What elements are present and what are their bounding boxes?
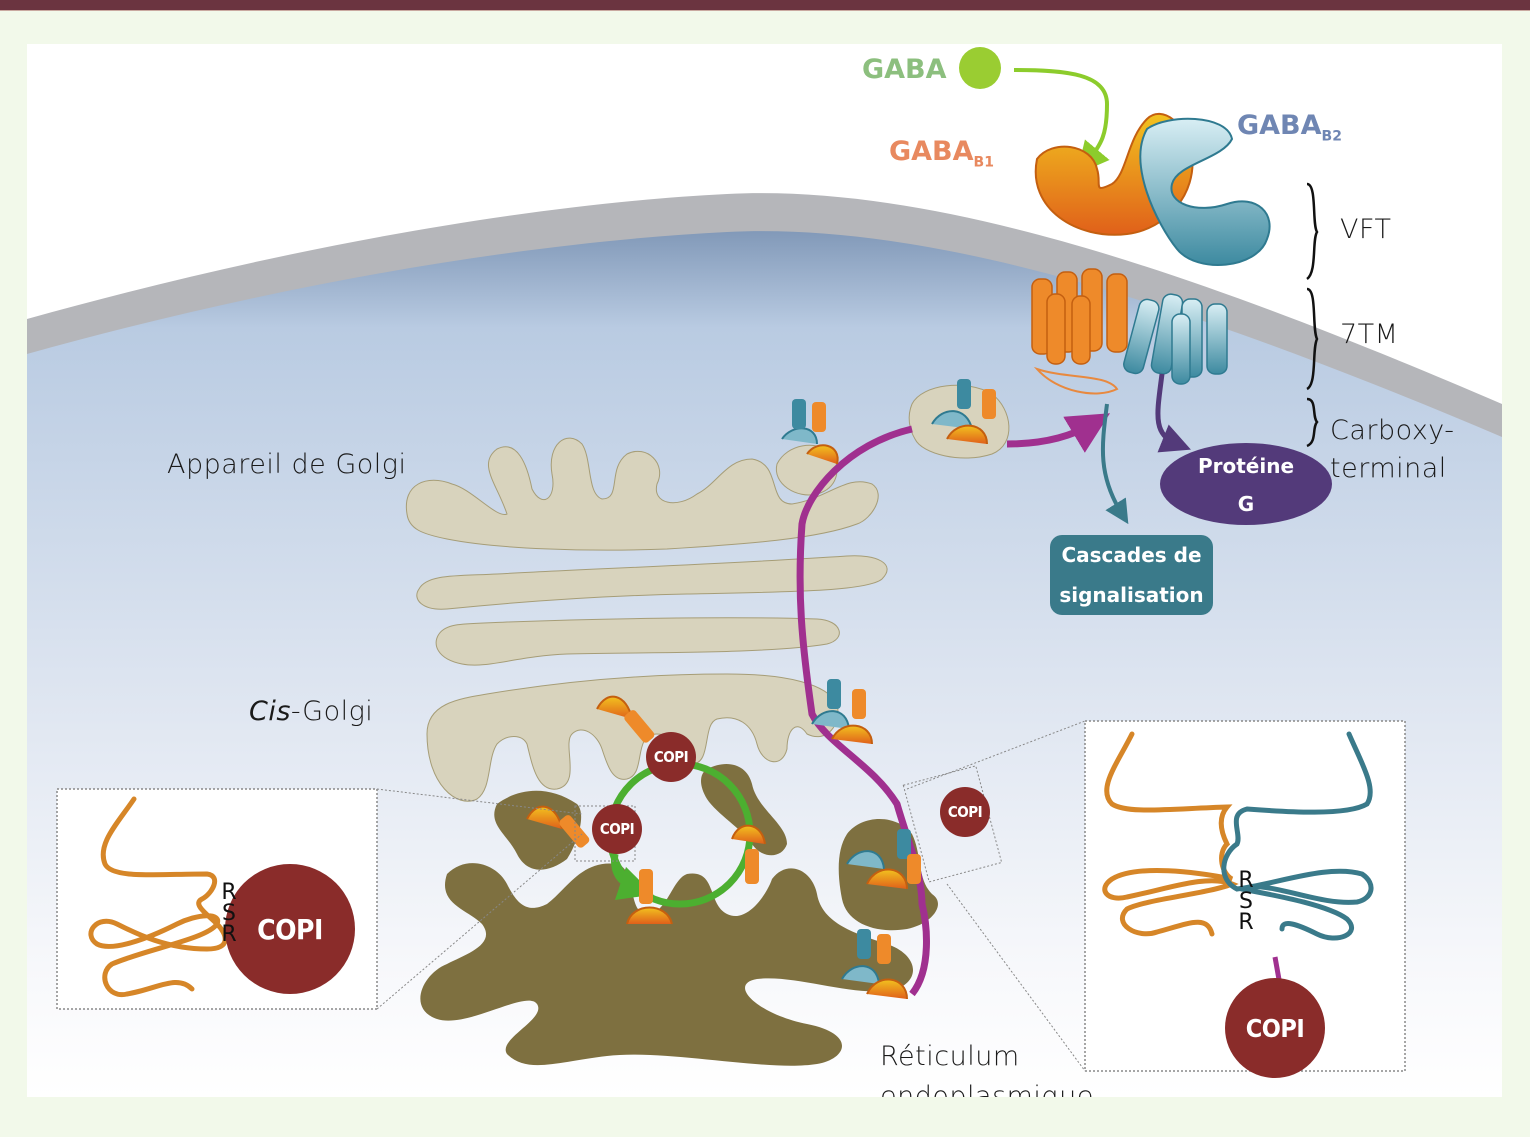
copi-coat: COPI	[592, 804, 642, 854]
gaba-b1-alone	[626, 869, 673, 925]
b1-c-tail	[88, 796, 228, 998]
g-protein-line2: G	[1237, 492, 1255, 516]
b2-c-tail-dimer	[1221, 731, 1374, 941]
golgi-label: Appareil de Golgi	[167, 449, 407, 480]
copi-coat: COPI	[940, 787, 990, 837]
gaba-b1-alone	[596, 695, 655, 743]
cis-italic: Cis	[249, 696, 291, 727]
gaba-b2-sub: B2	[1321, 128, 1342, 145]
receptor-complex	[781, 399, 839, 465]
inset-connector-left	[376, 788, 583, 1010]
b2-to-cascade-arrow	[1100, 403, 1129, 525]
gaba-label: GABA	[862, 54, 947, 85]
golgi-apparatus	[405, 437, 888, 802]
er-label: Réticulum endoplasmique	[880, 1037, 1094, 1097]
copi-coat-large: COPI	[1225, 978, 1325, 1078]
gaba-b1-main: GABA	[889, 136, 974, 167]
copi-coat-large: COPI	[225, 864, 355, 994]
b2-to-g-protein-arrow	[1155, 373, 1191, 453]
g-protein-line1: Protéine	[1197, 454, 1295, 478]
carboxy-line2: terminal	[1330, 453, 1447, 484]
carboxy-line1: Carboxy-	[1330, 415, 1455, 446]
rsr-r1: R	[1238, 868, 1254, 893]
header-bar	[0, 0, 1530, 11]
gaba-b1-sub: B1	[973, 154, 994, 171]
gaba-b2-label: GABAB2	[1237, 110, 1342, 144]
gaba-b1-alone	[526, 805, 590, 848]
er-line2: endoplasmique	[880, 1081, 1094, 1097]
cell-diagram	[27, 47, 1502, 1097]
rsr-r2: R	[1238, 910, 1254, 935]
gaba-ligand	[959, 47, 1001, 89]
cascade-line1: Cascades de	[1061, 543, 1202, 567]
rsr-motif-right: R S R	[1238, 868, 1254, 935]
rsr-s: S	[1239, 889, 1253, 914]
carboxy-terminal-label: Carboxy- terminal	[1330, 412, 1455, 488]
rsr-s: S	[222, 901, 236, 926]
domain-braces	[1306, 182, 1319, 448]
copi-coat: COPI	[646, 732, 696, 782]
gaba-binding-arrow	[1013, 68, 1110, 175]
rsr-r1: R	[221, 880, 237, 905]
copi-retrieval-arrow	[610, 853, 654, 901]
vft-label: VFT	[1340, 214, 1392, 245]
gaba-b2-subunit	[1123, 117, 1271, 385]
signaling-cascade-box: Cascades de signalisation	[1050, 535, 1213, 615]
receptor-complex	[841, 929, 908, 1000]
7tm-label: 7TM	[1340, 319, 1399, 350]
receptor-complex	[811, 679, 873, 745]
b1-c-tail-dimer	[1102, 731, 1239, 937]
figure-panel: GABA GABAB1 GABAB2 VFT 7TM Carboxy- term…	[27, 44, 1502, 1097]
cascade-line2: signalisation	[1059, 583, 1204, 607]
rsr-r2: R	[221, 922, 237, 947]
inset-connector-right	[906, 720, 1086, 1072]
cis-golgi-label: Cis-Golgi	[249, 696, 373, 727]
plasma-membrane	[27, 193, 1502, 437]
g-protein: Protéine G	[1160, 443, 1332, 525]
rsr-motif-left: R S R	[221, 880, 237, 947]
receptor-complex	[931, 379, 996, 445]
gaba-b1-alone	[731, 824, 766, 884]
gaba-b1-label: GABAB1	[889, 136, 994, 170]
trafficking-path	[796, 424, 1092, 997]
cis-rest: -Golgi	[290, 696, 374, 727]
receptor-complex	[846, 829, 921, 890]
er-line1: Réticulum	[880, 1041, 1020, 1072]
gaba-b2-main: GABA	[1237, 110, 1322, 141]
